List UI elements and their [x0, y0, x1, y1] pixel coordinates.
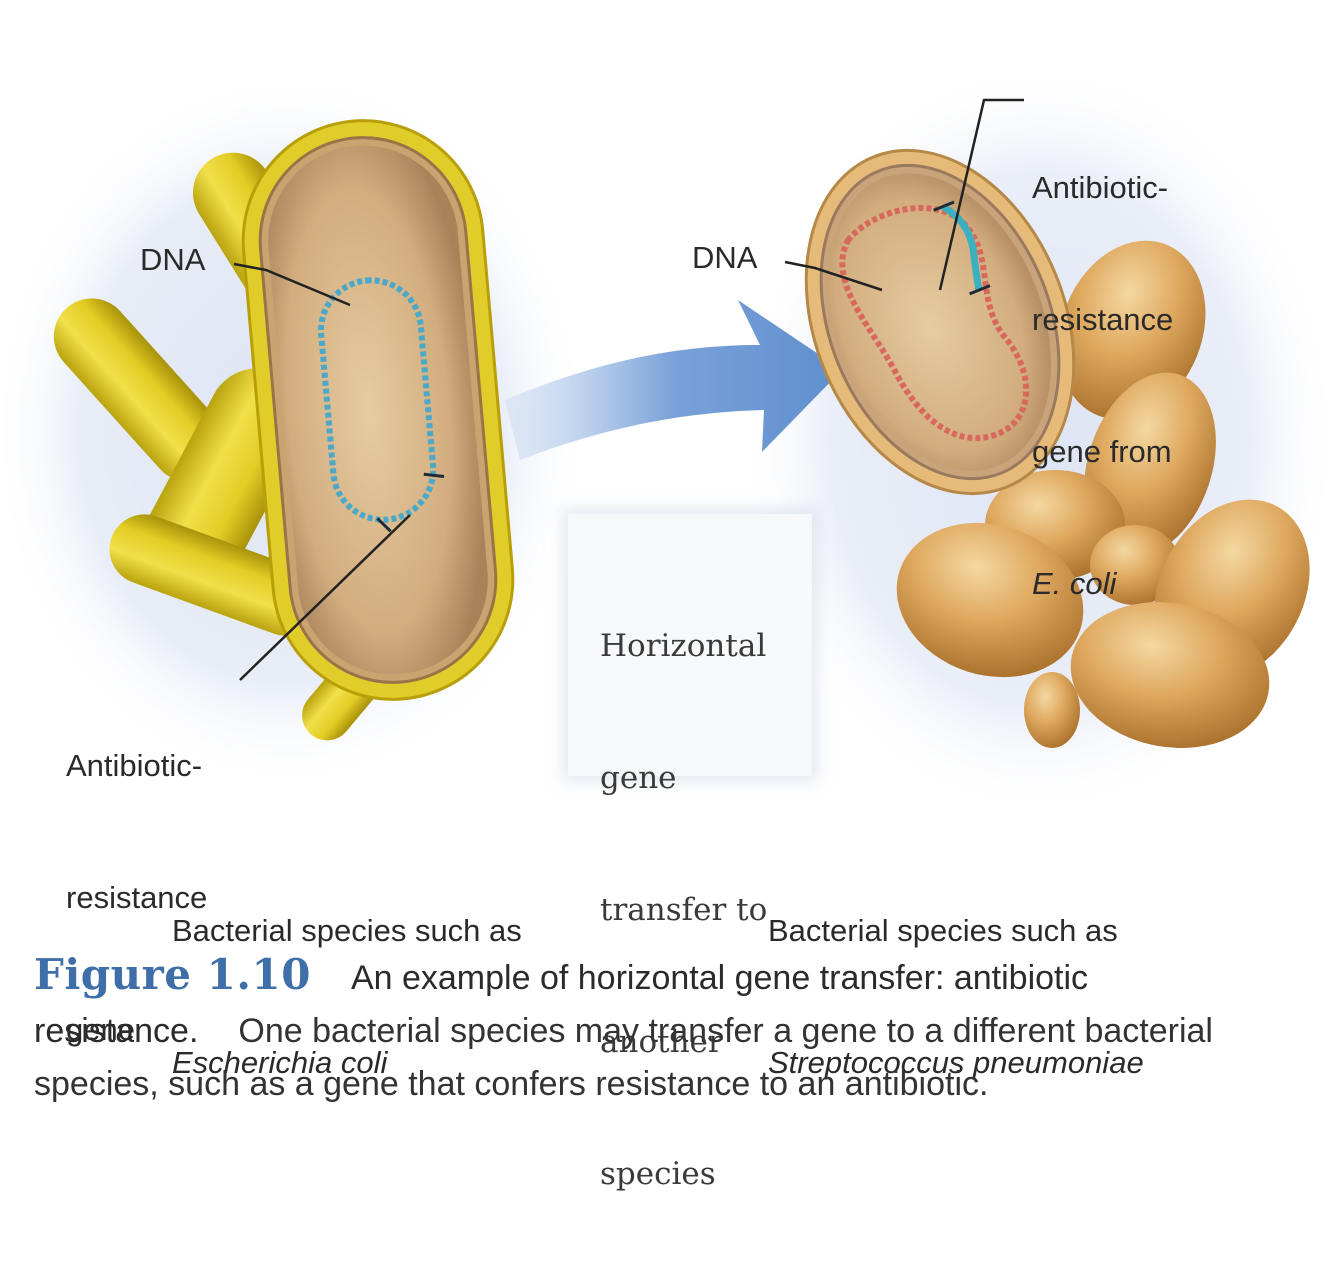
figure-title: An example of horizontal gene transfer: …	[34, 959, 1089, 1050]
transfer-label-text: Horizontal gene transfer to another spec…	[600, 628, 768, 1192]
ecoli-gene-marker-top	[423, 472, 445, 478]
right-gene-leader-line	[938, 98, 1024, 291]
figure-number: Figure 1.10	[34, 950, 311, 999]
transferred-gene-marker-bottom	[969, 284, 991, 296]
ecoli-gene-marker-bottom	[376, 517, 392, 533]
figure-body-text: One bacterial species may transfer a gen…	[34, 1012, 1213, 1103]
left-dna-leader-line	[233, 262, 351, 307]
streptococcus-cocci-cluster	[896, 240, 1310, 749]
left-gene-label: Antibiotic- resistance gene	[66, 748, 208, 1047]
right-dna-leader-line	[784, 260, 883, 292]
transfer-arrow	[505, 300, 842, 460]
right-species-caption: Bacterial species such as Streptococcus …	[768, 913, 1144, 1080]
left-species-caption: Bacterial species such as Escherichia co…	[172, 913, 522, 1080]
recipient-cell	[804, 148, 1076, 496]
right-gene-label: Antibiotic- resistance gene from E. coli	[1032, 170, 1174, 601]
ecoli-dna-loop	[318, 277, 437, 523]
left-gene-leader-line	[239, 514, 411, 681]
left-dna-label: DNA	[140, 242, 206, 277]
ecoli-cell	[241, 119, 515, 701]
transferred-gene-marker-top	[933, 200, 955, 212]
figure-illustration	[0, 60, 1328, 820]
transfer-label-box: Horizontal gene transfer to another spec…	[568, 514, 812, 1192]
right-dna-label: DNA	[692, 240, 758, 275]
